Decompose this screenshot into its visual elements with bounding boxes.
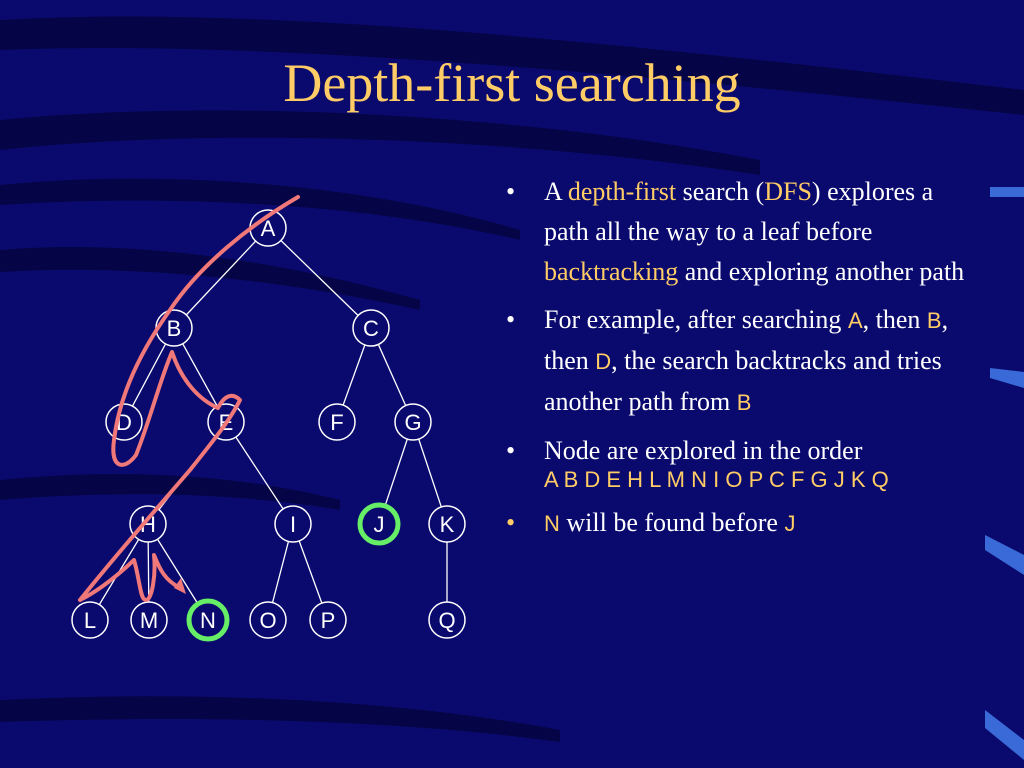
bullet-item-dfs-definition: • A depth-first search (DFS) explores a … xyxy=(506,172,976,292)
node-label-a: A xyxy=(261,216,276,241)
tree-node-d: D xyxy=(105,403,143,441)
highlight-term-backtracking: backtracking xyxy=(544,257,679,286)
text-span: For example, after searching xyxy=(544,305,848,334)
node-ref-b: B xyxy=(926,308,942,333)
node-label-g: G xyxy=(404,410,421,435)
tree-node-g: G xyxy=(394,403,432,441)
tree-node-b: B xyxy=(155,309,193,347)
node-label-c: C xyxy=(363,316,379,341)
text-span: A xyxy=(544,177,568,206)
node-label-n: N xyxy=(200,608,216,633)
exploration-order: A B D E H L M N I O P C F G J K Q xyxy=(544,467,889,492)
node-label-f: F xyxy=(330,410,343,435)
slide-title: Depth-first searching xyxy=(283,53,741,113)
text-span: and exploring another path xyxy=(678,257,965,286)
node-label-q: Q xyxy=(438,608,455,633)
tree-node-p: P xyxy=(309,601,347,639)
node-ref-n: N xyxy=(544,511,560,536)
node-label-j: J xyxy=(374,512,385,537)
tree-node-l: L xyxy=(71,601,109,639)
bullet-marker: • xyxy=(506,508,516,537)
tree-nodes: A B C D E F G H xyxy=(71,209,466,642)
tree-node-a: A xyxy=(249,209,287,247)
tree-node-n: N xyxy=(186,598,230,642)
bullet-marker: • xyxy=(506,305,516,334)
tree-node-h: H xyxy=(129,505,167,543)
text-span: will be found before xyxy=(559,508,785,537)
node-ref-b: B xyxy=(736,390,752,415)
node-label-i: I xyxy=(290,512,296,537)
edge-e-i xyxy=(225,421,294,525)
node-label-o: O xyxy=(259,608,276,633)
text-span: Node are explored in the order xyxy=(544,436,863,465)
highlight-term-dfs: DFS xyxy=(764,177,812,206)
tree-node-o: O xyxy=(249,601,287,639)
text-span: , the search backtracks and tries anothe… xyxy=(544,346,942,416)
node-ref-d: D xyxy=(595,349,612,374)
tree-edges xyxy=(89,227,448,621)
tree-node-m: M xyxy=(130,601,168,639)
node-label-m: M xyxy=(140,608,158,633)
bullet-marker: • xyxy=(506,177,516,206)
edge-a-c xyxy=(267,227,372,329)
tree-node-c: C xyxy=(352,309,390,347)
node-ref-a: A xyxy=(847,308,863,333)
path-arrowhead-icon xyxy=(174,578,186,594)
bullet-item-example: • For example, after searching A, then B… xyxy=(506,300,976,423)
tree-node-j: J xyxy=(357,502,401,546)
tree-node-q: Q xyxy=(428,601,466,639)
text-span: , then xyxy=(862,305,927,334)
node-ref-j: J xyxy=(784,511,796,536)
text-span: ) explores a path all the way to a leaf … xyxy=(544,177,934,246)
text-span: search ( xyxy=(676,177,765,206)
tree-node-k: K xyxy=(428,505,466,543)
bullet-item-found-before: • N will be found before J xyxy=(506,503,976,544)
node-label-b: B xyxy=(167,316,182,341)
node-label-h: H xyxy=(140,512,156,537)
bullet-list: • A depth-first search (DFS) explores a … xyxy=(506,172,976,552)
node-label-l: L xyxy=(84,608,96,633)
bullet-item-order: • Node are explored in the order A B D E… xyxy=(506,431,976,495)
tree-node-i: I xyxy=(274,505,312,543)
node-label-k: K xyxy=(440,512,455,537)
dfs-traversal-path xyxy=(78,195,300,602)
node-label-p: P xyxy=(321,608,336,633)
tree-node-f: F xyxy=(318,403,356,441)
bullet-marker: • xyxy=(506,436,516,465)
highlight-term-depth-first: depth-first xyxy=(567,177,677,206)
text-span: , then xyxy=(544,305,949,375)
edge-a-b xyxy=(173,227,269,329)
